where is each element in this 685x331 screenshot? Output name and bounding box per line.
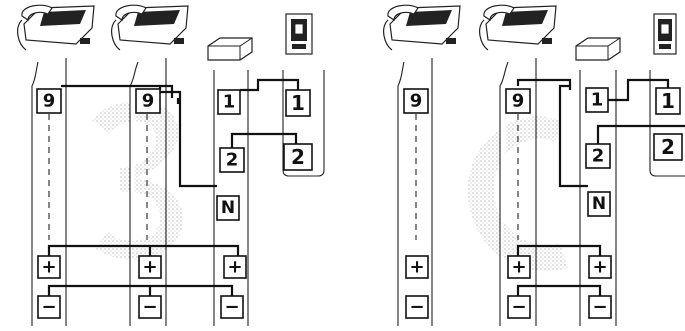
terminal-plus: + [37, 255, 61, 279]
svg-text:2: 2 [291, 145, 305, 169]
terminal-plus: + [223, 255, 247, 279]
cable-strip-c [213, 70, 249, 326]
cable-strip-b [499, 58, 537, 326]
terminal-1: 1 [285, 89, 311, 117]
svg-text:+: + [142, 257, 157, 278]
terminal-minus: − [405, 295, 429, 319]
svg-text:N: N [592, 194, 606, 214]
telephone-icon [479, 4, 557, 51]
terminal-n: N [587, 191, 611, 217]
svg-text:1: 1 [291, 91, 305, 115]
terminal-1: 1 [217, 89, 241, 115]
terminal-9: 9 [403, 88, 429, 114]
wire-9-to-n [160, 90, 217, 188]
terminal-1: 1 [585, 87, 609, 113]
terminal-minus: − [37, 295, 61, 319]
terminal-9: 9 [505, 88, 531, 114]
halftone-digit-c [468, 116, 568, 272]
terminal-minus: − [507, 295, 531, 319]
svg-text:−: − [409, 297, 424, 318]
terminal-2: 2 [653, 133, 683, 161]
wire-minus-bus [516, 284, 602, 296]
svg-text:1: 1 [223, 92, 236, 113]
intercom-panel-icon [653, 13, 677, 55]
svg-text:9: 9 [410, 91, 423, 112]
terminal-1: 1 [655, 87, 681, 115]
svg-text:+: + [592, 257, 607, 278]
cable-strip-c [579, 70, 617, 326]
terminal-9: 9 [36, 88, 62, 114]
svg-text:−: − [511, 297, 526, 318]
svg-text:−: − [224, 297, 239, 318]
halftone-digit-3 [92, 101, 183, 260]
svg-text:+: + [409, 257, 424, 278]
svg-text:9: 9 [512, 91, 525, 112]
diagram-left: 9 9 1 1 2 2 N + [17, 4, 325, 326]
svg-text:1: 1 [661, 89, 675, 113]
telephone-icon [17, 4, 95, 51]
svg-text:2: 2 [226, 150, 239, 171]
wire-2-bus [596, 124, 685, 144]
wire-1-bus [606, 78, 670, 102]
terminal-plus: + [588, 255, 612, 279]
svg-text:9: 9 [43, 91, 56, 112]
terminal-plus: + [405, 255, 429, 279]
wire-plus-bus [516, 244, 602, 256]
telephone-icon [111, 4, 189, 51]
svg-text:1: 1 [591, 90, 604, 111]
svg-text:−: − [142, 297, 157, 318]
terminal-n: N [216, 195, 240, 221]
wire-plus-bus [47, 244, 240, 256]
svg-text:2: 2 [592, 146, 605, 167]
wire-minus-bus [47, 284, 234, 296]
svg-text:+: + [511, 257, 526, 278]
svg-text:9: 9 [142, 91, 155, 112]
junction-box-icon [575, 37, 621, 61]
diagram-right: 9 9 1 1 2 2 N + [383, 4, 685, 326]
svg-text:+: + [41, 257, 56, 278]
terminal-2: 2 [585, 143, 611, 169]
telephone-icon [383, 4, 461, 51]
terminal-minus: − [588, 295, 612, 319]
wire-1-bus [240, 78, 300, 92]
junction-box-icon [207, 37, 253, 61]
terminal-2: 2 [283, 143, 313, 171]
svg-text:2: 2 [661, 135, 675, 159]
terminal-minus: − [220, 295, 244, 319]
wire-9-bus [516, 78, 588, 188]
terminal-minus: − [138, 295, 162, 319]
terminal-plus: + [507, 255, 531, 279]
wire-2-bus [230, 132, 298, 148]
terminal-plus: + [138, 255, 162, 279]
terminal-2: 2 [219, 147, 245, 173]
svg-text:+: + [227, 257, 242, 278]
svg-text:N: N [221, 198, 235, 218]
svg-text:−: − [592, 297, 607, 318]
cable-strip-a [397, 57, 433, 326]
terminal-9: 9 [135, 88, 161, 114]
intercom-panel-icon [285, 13, 313, 55]
svg-text:−: − [41, 297, 56, 318]
